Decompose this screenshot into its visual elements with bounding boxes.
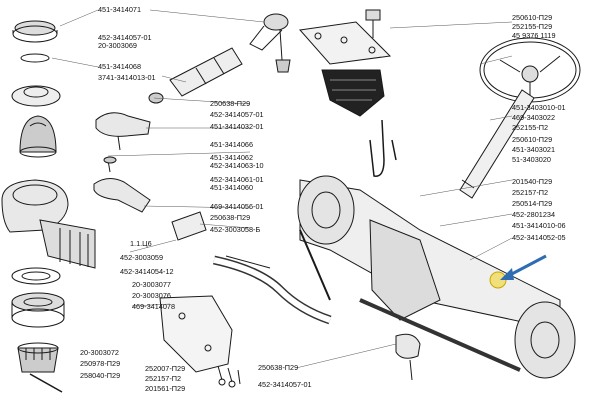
sleeve-lower [171, 211, 207, 241]
label-l13: 250978-П29 [80, 359, 121, 368]
label-r2: 252155-П29 [512, 22, 553, 31]
label-r3: 45 9376 1119 [512, 31, 556, 40]
label-r5: 469-3403022 [512, 113, 556, 122]
tie-rod-end-mid [95, 112, 151, 151]
bracket-plate [159, 295, 233, 373]
tie-rod-end-lower [93, 156, 151, 213]
label-m10: 250638-П29 [210, 213, 251, 222]
label-m8: 451-3414060 [210, 183, 254, 192]
label-r12: 250514-П29 [512, 199, 553, 208]
label-r6: 252155-П2 [512, 123, 549, 132]
dome-washer-part [11, 85, 61, 107]
label-m11: 452-3003058-Б [210, 225, 261, 234]
label-m5: 451-3414062 [210, 153, 254, 162]
leader-lines [51, 9, 513, 369]
label-l11: 469-3414078 [132, 302, 176, 311]
cotter-pin-part [29, 373, 63, 393]
label-b1: 252007-П29 [145, 364, 186, 373]
sleeve-upper [169, 47, 243, 97]
label-r7: 250610-П29 [512, 135, 553, 144]
label-l5: 3741-3414013-01 [98, 73, 156, 82]
rubber-boot [321, 69, 385, 117]
label-r14: 451-3414010-06 [512, 221, 566, 230]
label-m2: 452-3414057-01 [210, 110, 264, 119]
tie-rod-end-upper [249, 13, 291, 73]
label-l14: 258040-П29 [80, 371, 121, 380]
tie-rod-end-right [395, 333, 421, 381]
seal-part [11, 267, 61, 285]
ring-part [20, 53, 50, 63]
label-l3: 20-3003069 [98, 41, 137, 50]
label-l9: 20-3003077 [132, 280, 171, 289]
label-l10: 20-3003076 [132, 291, 171, 300]
annotation-arrow [500, 254, 547, 280]
label-l1: 451-3414071 [98, 5, 142, 14]
label-l4: 451-3414068 [98, 62, 142, 71]
label-r9: 51-3403020 [512, 155, 551, 164]
label-l2: 452-3414057-01 [98, 33, 152, 42]
axle-assembly [297, 175, 576, 379]
label-b2: 252157-П2 [145, 374, 182, 383]
ball-pin-part [19, 115, 57, 158]
label-r11: 252157-П2 [512, 188, 549, 197]
label-m6: 452-3414063-10 [210, 161, 264, 170]
label-r13: 452-2801234 [512, 210, 556, 219]
label-r8: 451-3403021 [512, 145, 556, 154]
mounting-bracket-top [299, 21, 392, 65]
label-r15: 452-3414052-05 [512, 233, 566, 242]
label-m9: 469-3414056-01 [210, 202, 264, 211]
label-m4: 451-3414066 [210, 140, 254, 149]
cap-part [12, 20, 58, 43]
label-r4: 451-3403010-01 [512, 103, 566, 112]
label-r10: 201540-П29 [512, 177, 553, 186]
label-b5: 452-3414057-01 [258, 380, 312, 389]
label-m7: 452-3414061-01 [210, 175, 264, 184]
label-b3: 201561-П29 [145, 384, 186, 393]
label-l12: 20-3003072 [80, 348, 119, 357]
label-l6: 1.1.Ц6 [130, 239, 152, 248]
label-m3: 451-3414032-01 [210, 122, 264, 131]
u-bolt [369, 119, 397, 177]
label-l7: 452-3003059 [120, 253, 164, 262]
castle-nut-part [17, 342, 59, 373]
steering-column [459, 89, 535, 199]
bushing-part [11, 292, 65, 328]
tie-rod-long [213, 255, 332, 325]
label-l8: 452-3414054-12 [120, 267, 174, 276]
bolt-group [217, 365, 241, 388]
steering-wheel [479, 37, 581, 103]
label-m1: 250638-П29 [210, 99, 251, 108]
top-bolt [365, 9, 381, 38]
label-b4: 250638-П29 [258, 363, 299, 372]
tie-rod-end-left [1, 179, 96, 269]
label-r1: 250610-П29 [512, 13, 553, 22]
